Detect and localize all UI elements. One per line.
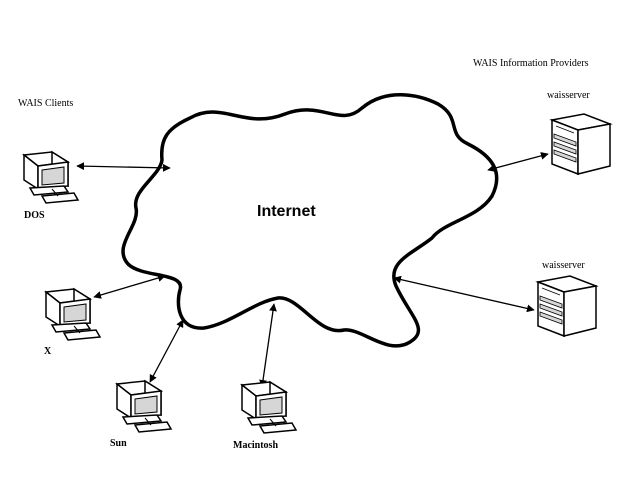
client-label-x: X [44, 346, 52, 357]
server-icon [537, 275, 597, 337]
computer-icon [45, 288, 101, 341]
computer-icon [116, 380, 172, 433]
providers-heading: WAIS Information Providers [473, 58, 589, 69]
computer-icon [241, 381, 297, 434]
internet-label: Internet [257, 203, 316, 220]
clients-heading: WAIS Clients [18, 98, 74, 109]
computer-icon [23, 151, 79, 204]
link-macintosh [259, 303, 277, 388]
link-server-top [487, 152, 549, 172]
link-server-bottom [393, 275, 535, 313]
server-label-bottom: waisserver [542, 260, 585, 271]
internet-cloud [121, 93, 499, 348]
server-icon [551, 113, 611, 175]
link-sun [149, 319, 184, 383]
client-label-dos: DOS [24, 210, 45, 221]
client-label-macintosh: Macintosh [233, 440, 278, 451]
link-x [93, 274, 166, 299]
client-label-sun: Sun [110, 438, 127, 449]
link-dos [76, 162, 171, 172]
server-label-top: waisserver [547, 90, 590, 101]
